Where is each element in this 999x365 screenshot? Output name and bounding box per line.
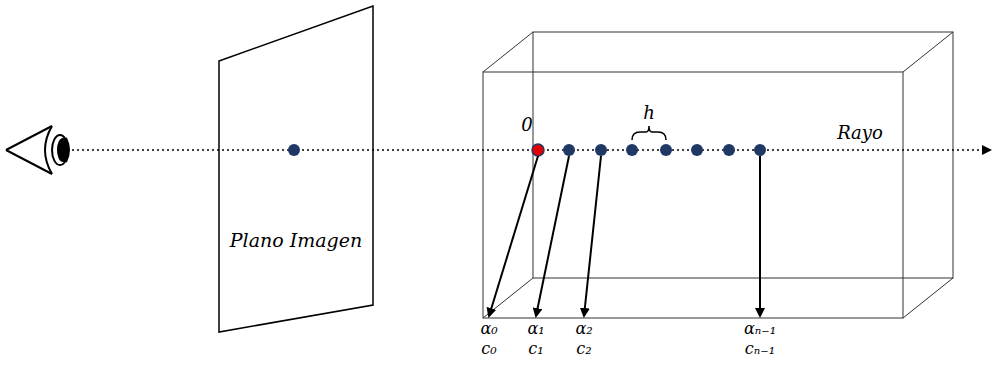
color-label: c₀ (481, 341, 496, 357)
color-label: cₙ₋₁ (745, 341, 775, 357)
color-label: c₁ (528, 341, 543, 357)
opacity-label: α₂ (575, 321, 592, 337)
ray-line (72, 149, 990, 151)
step-label: h (643, 104, 655, 122)
opacity-label: α₁ (527, 321, 544, 337)
image-plane: Plano Imagen (218, 5, 374, 333)
leader-arrows (489, 156, 760, 316)
ray-label: Rayo (835, 124, 885, 142)
plane-outline (218, 5, 374, 333)
opacity-label: α₀ (480, 321, 497, 337)
eye-symbol (6, 126, 69, 174)
origin-label: 0 (521, 116, 532, 134)
pixel-dot (288, 144, 300, 156)
volume-box (483, 32, 953, 318)
color-label: c₂ (576, 341, 591, 357)
plane-label: Plano Imagen (230, 231, 362, 250)
sample-points (532, 144, 766, 156)
opacity-label: αₙ₋₁ (744, 321, 776, 337)
step-bracket (632, 126, 666, 140)
